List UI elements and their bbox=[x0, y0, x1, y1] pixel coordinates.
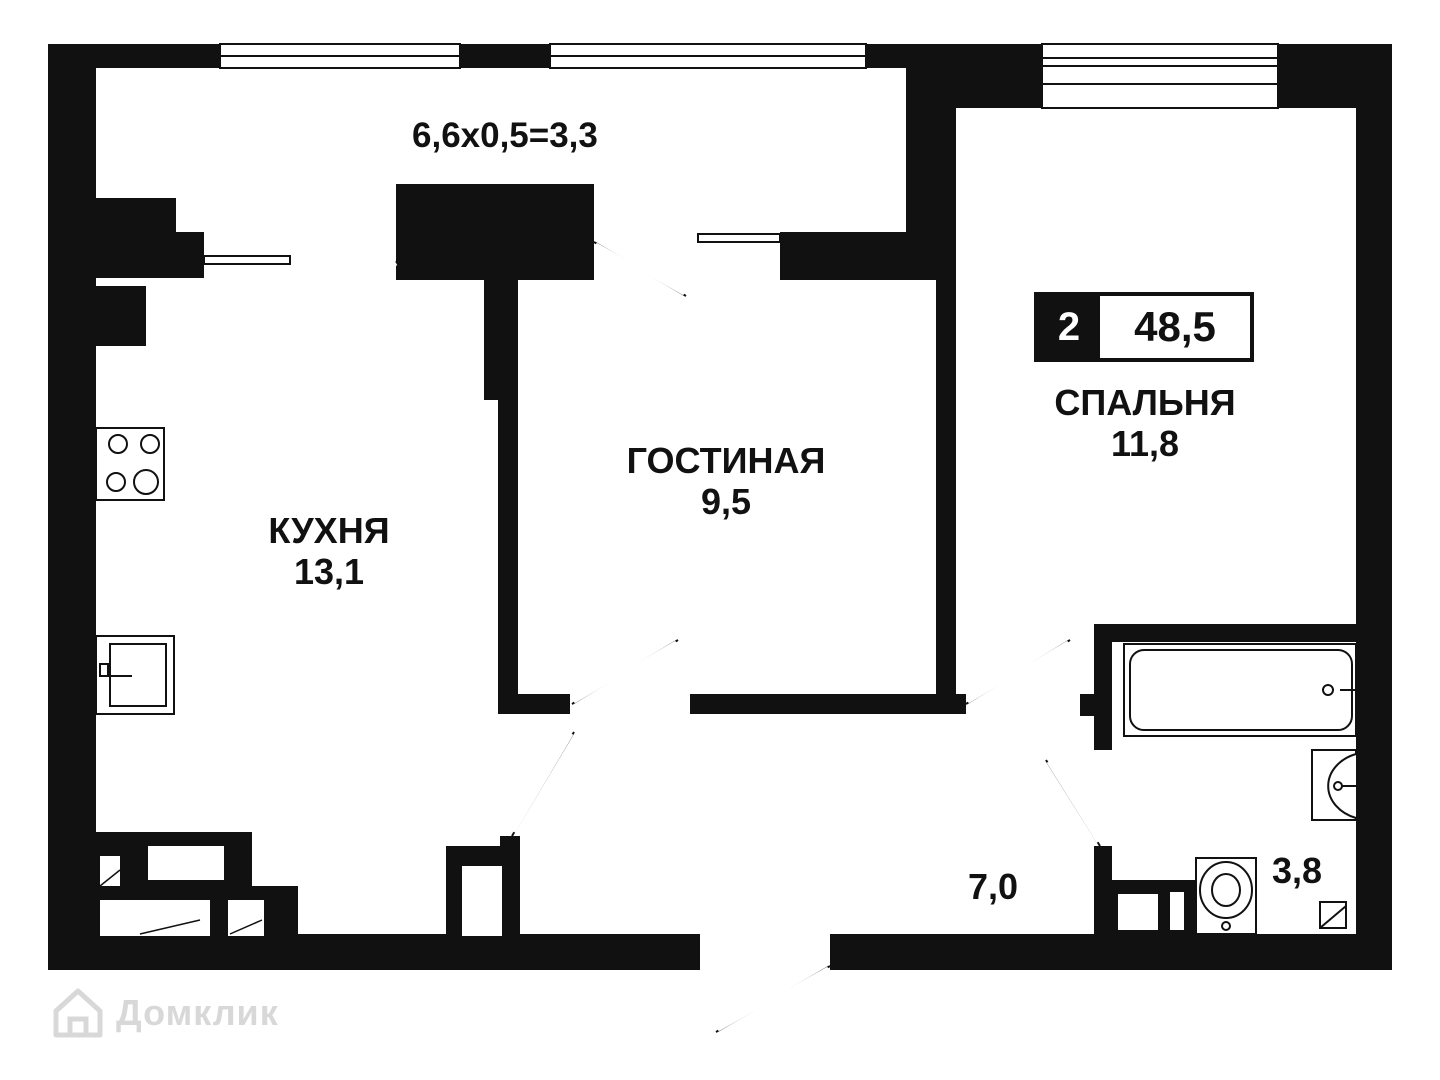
stove-icon bbox=[95, 427, 165, 501]
kitchen-label: КУХНЯ 13,1 bbox=[258, 510, 400, 593]
living-label: ГОСТИНАЯ 9,5 bbox=[612, 440, 840, 523]
doors bbox=[203, 233, 1101, 1033]
bathroom-area: 3,8 bbox=[1272, 850, 1323, 891]
door-leaves bbox=[303, 242, 1100, 1032]
washbasin-icon bbox=[1311, 749, 1357, 821]
kitchen-name: КУХНЯ bbox=[268, 510, 390, 551]
living-area: 9,5 bbox=[700, 481, 752, 523]
balcony-area: 6,6х0,5=3,3 bbox=[412, 116, 598, 155]
drain-icon bbox=[1319, 901, 1347, 929]
windows bbox=[219, 43, 1279, 109]
bathtub-icon bbox=[1123, 643, 1357, 737]
bedroom-name: СПАЛЬНЯ bbox=[1054, 382, 1236, 423]
shaft-marks bbox=[99, 869, 263, 935]
kitchen-area: 13,1 bbox=[293, 551, 365, 593]
bathroom-label: 3,8 bbox=[1272, 850, 1322, 891]
balcony-label: 6,6х0,5=3,3 bbox=[412, 116, 598, 156]
house-logo-icon bbox=[53, 988, 103, 1038]
bedroom-area: 11,8 bbox=[1110, 423, 1180, 465]
toilet-icon bbox=[1195, 857, 1257, 935]
watermark-text: Домклик bbox=[116, 992, 279, 1033]
living-name: ГОСТИНАЯ bbox=[626, 440, 826, 481]
kitchen-sink-icon bbox=[95, 635, 175, 715]
total-area: 48,5 bbox=[1134, 303, 1216, 350]
hall-label: 7,0 bbox=[968, 866, 1018, 907]
bedroom-label: СПАЛЬНЯ 11,8 bbox=[1046, 382, 1244, 465]
rooms-count: 2 bbox=[1038, 296, 1100, 358]
hall-area: 7,0 bbox=[968, 866, 1019, 907]
apartment-badge: 2 48,5 bbox=[1034, 292, 1254, 362]
watermark: Домклик bbox=[50, 985, 279, 1041]
